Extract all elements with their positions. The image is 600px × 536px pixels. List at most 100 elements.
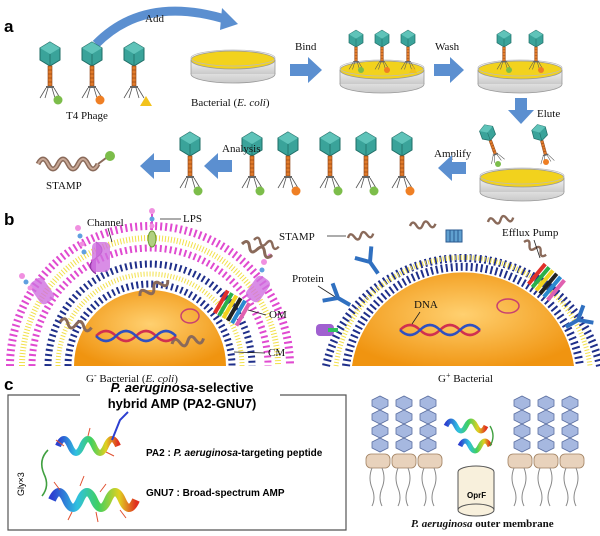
phage-group (39, 41, 152, 106)
plasmid-icon (180, 308, 200, 324)
phage-icon (355, 131, 377, 189)
amp-title-line1: P. aeruginosa-selective (111, 380, 254, 395)
pa2-label: PA2 : P. aeruginosa-targeting peptide (146, 448, 323, 459)
green-ligand-icon (369, 186, 379, 196)
phage-icon (241, 131, 263, 189)
bacterial-label: Bacterial (E. coli) (191, 97, 270, 109)
green-ligand-icon (358, 67, 364, 73)
orange-ligand-icon (543, 159, 549, 165)
cm-pointer (233, 351, 266, 354)
dna-icon (399, 323, 481, 337)
membrane-protein-icon (354, 246, 380, 275)
elute-arrow (508, 98, 534, 124)
phage-icon (39, 41, 61, 99)
amp-box-frame (7, 394, 347, 531)
channel-protein-icon (245, 275, 271, 303)
green-ligand-icon (255, 186, 265, 196)
gnu7-label: GNU7 : Broad-spectrum AMP (146, 488, 285, 499)
channel-label: Channel (87, 217, 124, 229)
lps-icon (75, 225, 87, 255)
amplify-label: Amplify (434, 148, 472, 160)
om-pointer (247, 309, 267, 316)
cm-label: CM (268, 347, 285, 359)
bind-arrow (290, 57, 322, 83)
orange-ligand-icon (405, 186, 415, 196)
stamp-peptide-icon (35, 151, 115, 172)
green-ligand-icon (333, 186, 343, 196)
membrane-protein-icon (564, 304, 594, 329)
orange-ligand-icon (95, 95, 105, 105)
linker-label: Gly×3 (16, 472, 26, 496)
gram-positive-cell (322, 254, 600, 367)
eluted-phage-icon (530, 122, 555, 165)
channel-pointer (107, 227, 113, 243)
dna-label: DNA (414, 299, 438, 311)
protein-label: Protein (292, 273, 324, 285)
analyzed-phage-icon (179, 131, 201, 189)
gram-positive-label: G+ Bacterial (438, 371, 493, 385)
panel-b-label: b (4, 210, 14, 229)
amplified-phage-row (241, 131, 415, 196)
gram-negative-label: G- Bacterial (E. coli) (86, 371, 178, 385)
phage-icon (123, 41, 145, 99)
stamp-peptide-icon (408, 219, 437, 231)
add-label: Add (145, 13, 164, 25)
lps-icon (19, 273, 33, 291)
stamp-peptide-icon (521, 238, 549, 259)
membrane-protein-icon (322, 282, 352, 307)
analysis-label: Analysis (222, 143, 261, 155)
panel-c-label: c (4, 375, 13, 394)
dna-icon (95, 329, 177, 343)
analysis-arrow (204, 153, 232, 179)
amp-title-line2: hybrid AMP (PA2-GNU7) (108, 396, 257, 411)
efflux-pump-pointer (533, 239, 541, 259)
oprf-label: OprF (467, 491, 486, 500)
stamp-peptide-icon (486, 213, 515, 227)
lps-label: LPS (183, 213, 202, 225)
channel-protein-icon (89, 241, 110, 275)
amplify-arrow (438, 155, 466, 181)
stamp-peptide-icon (346, 229, 375, 243)
stamp-arrow (140, 153, 170, 179)
green-ligand-icon (495, 161, 501, 167)
channel-protein-icon (29, 277, 55, 305)
efflux-pump-icon (527, 262, 566, 302)
washed-dish-icon (477, 59, 563, 94)
dna-pointer (411, 311, 421, 325)
orange-ligand-icon (291, 186, 301, 196)
yellow-ligand-icon (409, 66, 417, 73)
outer-membrane-diagram (365, 395, 585, 517)
membrane-protein-icon (316, 324, 338, 336)
wash-arrow (434, 57, 464, 83)
hybrid-amp-structure (40, 411, 140, 523)
add-arrow-head (220, 8, 238, 30)
add-arrow (92, 6, 230, 48)
stamp-label: STAMP (46, 180, 82, 192)
bacterial-dish-icon (190, 49, 276, 84)
membrane-caption: P. aeruginosa outer membrane (411, 518, 554, 530)
phage-icon (319, 131, 341, 189)
stamp-b-label: STAMP (279, 231, 315, 243)
wash-label: Wash (435, 41, 460, 53)
efflux-pump-icon (213, 289, 252, 327)
phage-label: T4 Phage (66, 110, 108, 122)
green-ligand-icon (506, 67, 512, 73)
bound-dish-icon (339, 59, 425, 94)
green-ligand-icon (53, 95, 63, 105)
eluted-phage-icon (477, 122, 505, 165)
orange-ligand-icon (538, 67, 544, 73)
bind-label: Bind (295, 41, 317, 53)
green-ligand-icon (193, 186, 203, 196)
membrane-protein-icon (445, 229, 463, 243)
eluate-dish-icon (479, 167, 565, 202)
lps-icon (147, 208, 157, 248)
yellow-ligand-icon (140, 96, 152, 106)
om-label: OM (269, 309, 287, 321)
phage-icon (81, 41, 103, 99)
plasmid-icon (496, 298, 520, 314)
phage-icon (277, 131, 299, 189)
elute-label: Elute (537, 108, 560, 120)
panel-a-label: a (4, 17, 14, 36)
efflux-pump-label: Efflux Pump (502, 227, 559, 239)
